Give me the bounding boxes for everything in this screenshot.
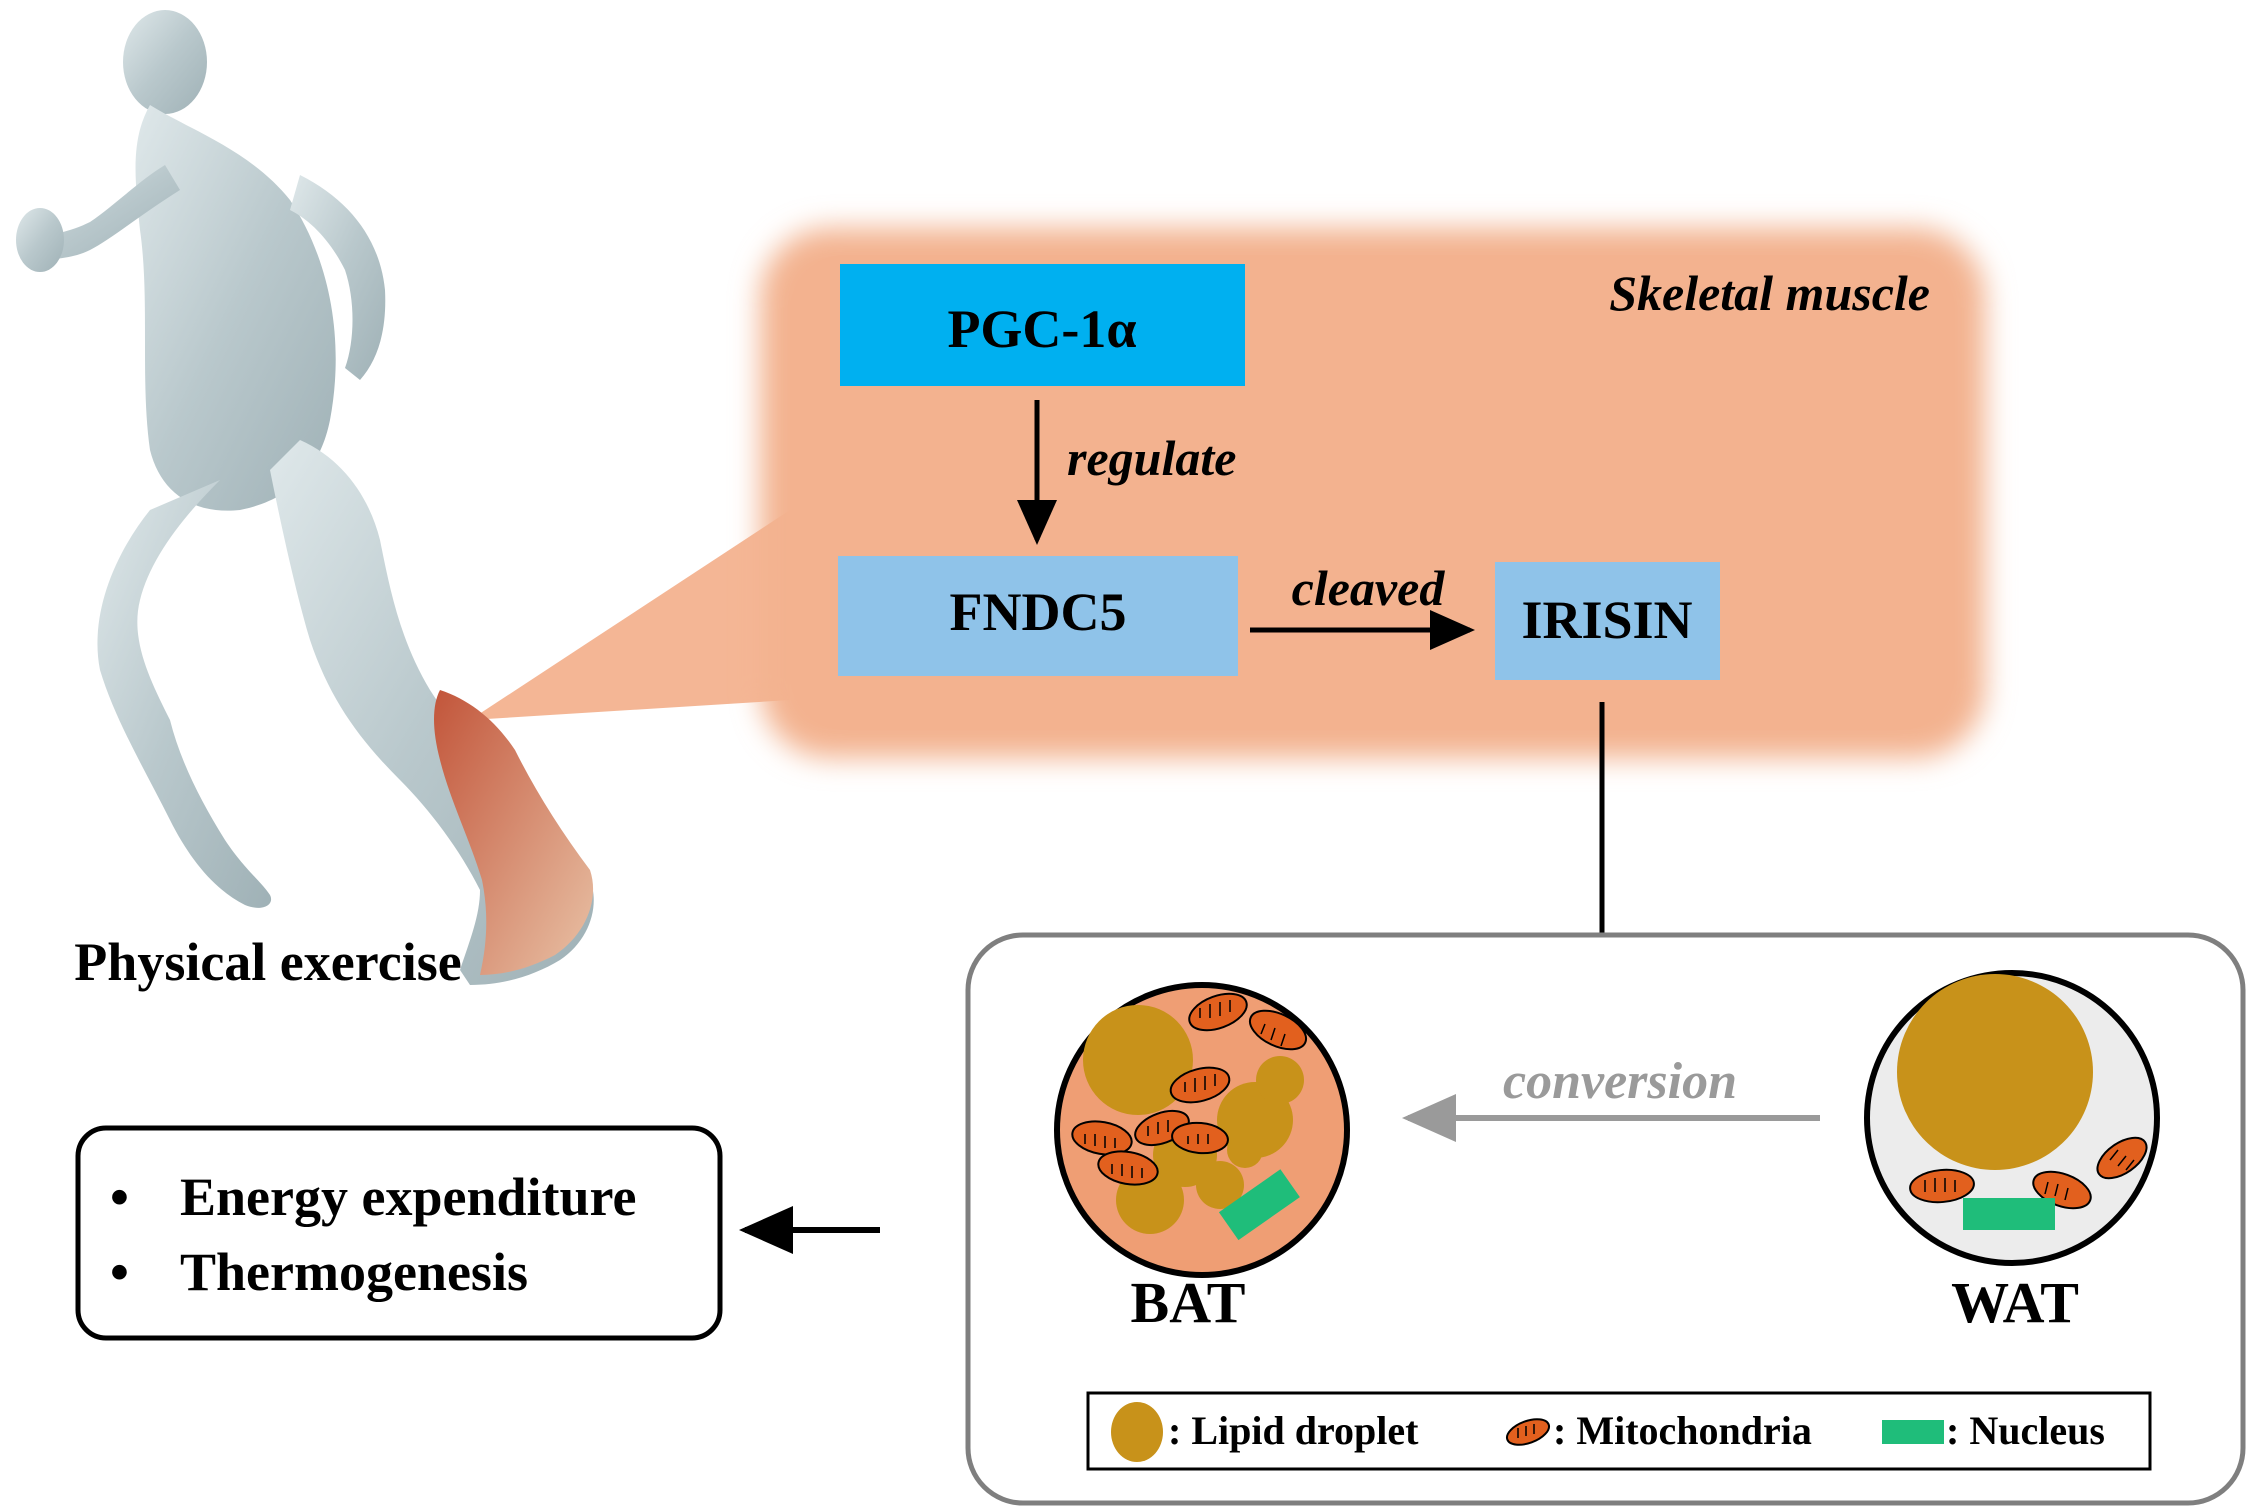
bat-mitochondrion: [1097, 1150, 1159, 1186]
conversion-label: conversion: [1503, 1053, 1737, 1110]
fndc5-label: FNDC5: [950, 582, 1127, 642]
legend-mitochondria-label: : Mitochondria: [1553, 1408, 1812, 1453]
wat-lipid-droplet: [1897, 974, 2093, 1170]
runner-figure: [16, 10, 594, 985]
adipose-panel: conversion: [965, 932, 2246, 1506]
legend-mitochondria-icon: [1505, 1418, 1551, 1446]
legend: : Lipid droplet : Mitochondria : Nucleus: [1086, 1391, 2152, 1471]
wat-cell: [1864, 970, 2160, 1266]
outcome-item-energy-expenditure: Energy expenditure: [180, 1167, 637, 1227]
irisin-label: IRISIN: [1521, 590, 1692, 650]
bat-lipid-droplet: [1256, 1056, 1304, 1104]
legend-lipid-droplet-icon: [1111, 1402, 1163, 1462]
legend-nucleus-icon: [1882, 1420, 1944, 1444]
pgc1a-box: [840, 264, 1245, 386]
regulate-label: regulate: [1067, 430, 1236, 486]
bat-mitochondrion: [1171, 1121, 1229, 1155]
outcome-item-thermogenesis: Thermogenesis: [180, 1242, 528, 1302]
calf-muscle-highlight: [434, 690, 594, 975]
bat-mitochondrion: [1188, 992, 1248, 1032]
skeletal-muscle-panel: Skeletal muscle PGC-1α regulate FNDC5 cl…: [470, 228, 1985, 758]
bat-cell: [1054, 982, 1350, 1278]
bat-lipid-droplet: [1196, 1161, 1244, 1209]
cleaved-label: cleaved: [1292, 560, 1446, 616]
fndc5-box: [838, 556, 1238, 676]
legend-nucleus-label: : Nucleus: [1946, 1408, 2105, 1453]
bat-mitochondrion: [1248, 1009, 1308, 1051]
irisin-box: [1495, 562, 1720, 680]
pgc1a-label: PGC-1α: [947, 299, 1136, 359]
wat-label: WAT: [1951, 1270, 2079, 1335]
bat-lipid-droplet: [1083, 1005, 1193, 1115]
wat-mitochondrion: [1909, 1168, 1975, 1204]
bat-mitochondrion: [1071, 1120, 1133, 1156]
legend-lipid-label: : Lipid droplet: [1168, 1408, 1419, 1453]
outcomes-box: • Energy expenditure • Thermogenesis: [75, 1125, 723, 1341]
skeletal-muscle-title: Skeletal muscle: [1609, 265, 1930, 321]
wat-nucleus: [1963, 1198, 2055, 1230]
muscle-callout-wedge: [470, 510, 790, 720]
physical-exercise-label: Physical exercise: [74, 932, 461, 992]
bat-nucleus: [1218, 1169, 1300, 1241]
wat-mitochondrion: [2096, 1136, 2148, 1180]
bat-label: BAT: [1131, 1270, 1246, 1335]
outcome-bullet-2: •: [110, 1242, 129, 1302]
outcome-bullet-1: •: [110, 1167, 129, 1227]
bat-lipid-droplet: [1227, 1132, 1263, 1168]
